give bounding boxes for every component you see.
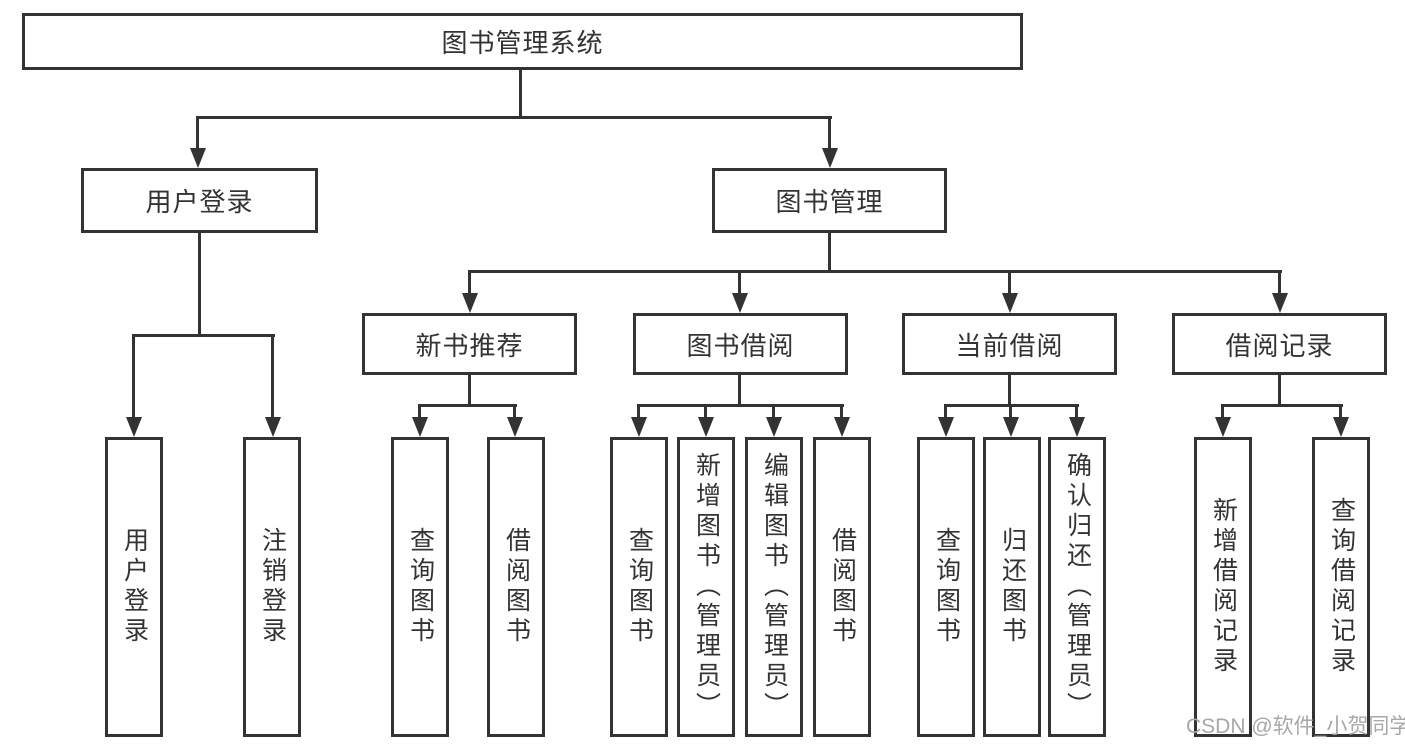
leaf-label: 查询图书 xyxy=(406,527,435,647)
leaf-label: 用户登录 xyxy=(120,527,149,647)
node-user-login: 用户登录 xyxy=(81,168,318,233)
connector-line xyxy=(132,334,135,419)
arrow-down-icon xyxy=(462,293,478,313)
leaf-label: 查询图书 xyxy=(625,527,654,647)
connector-line xyxy=(840,404,843,419)
arrow-down-icon xyxy=(1069,417,1085,437)
leaf-query-borrow-record: 查询借阅记录 xyxy=(1312,437,1370,737)
leaf-edit-book-admin: 编辑图书（管理员） xyxy=(745,437,803,737)
connector-line xyxy=(772,404,775,419)
connector-line xyxy=(1008,270,1011,295)
leaf-borrow-books: 借阅图书 xyxy=(813,437,871,737)
arrow-down-icon xyxy=(190,148,206,168)
connector-line xyxy=(738,375,741,406)
arrow-down-icon xyxy=(412,417,428,437)
leaf-label: 新增图书（管理员） xyxy=(692,452,721,722)
connector-line xyxy=(468,270,1282,273)
connector-line xyxy=(196,116,199,150)
node-borrow-records: 借阅记录 xyxy=(1172,313,1387,375)
leaf-query-books-current: 查询图书 xyxy=(917,437,975,737)
connector-line xyxy=(1339,404,1342,419)
leaf-add-borrow-record: 新增借阅记录 xyxy=(1194,437,1252,737)
leaf-confirm-return-admin: 确认归还（管理员） xyxy=(1048,437,1106,737)
connector-line xyxy=(1075,404,1078,419)
connector-line xyxy=(198,233,201,336)
node-book-management: 图书管理 xyxy=(712,168,947,233)
connector-line xyxy=(944,404,947,419)
connector-line xyxy=(196,116,832,119)
connector-line xyxy=(704,404,707,419)
connector-line xyxy=(1009,404,1012,419)
watermark: CSDN @软件_小贺同学 xyxy=(1186,715,1405,738)
arrow-down-icon xyxy=(1002,293,1018,313)
node-new-book-recommend: 新书推荐 xyxy=(362,313,577,375)
connector-line xyxy=(1221,404,1224,419)
connector-line xyxy=(1008,375,1011,406)
arrow-down-icon xyxy=(265,417,281,437)
leaf-logout: 注销登录 xyxy=(243,437,301,737)
leaf-label: 注销登录 xyxy=(258,527,287,647)
connector-line xyxy=(468,270,471,295)
connector-line xyxy=(271,334,274,419)
leaf-label: 归还图书 xyxy=(998,527,1027,647)
arrow-down-icon xyxy=(732,293,748,313)
arrow-down-icon xyxy=(766,417,782,437)
leaf-label: 新增借阅记录 xyxy=(1209,497,1238,677)
arrow-down-icon xyxy=(698,417,714,437)
arrow-down-icon xyxy=(126,417,142,437)
node-book-borrow: 图书借阅 xyxy=(633,313,848,375)
node-current-borrow: 当前借阅 xyxy=(902,313,1117,375)
connector-line xyxy=(1278,270,1281,295)
connector-line xyxy=(1221,404,1343,407)
leaf-label: 借阅图书 xyxy=(502,527,531,647)
leaf-query-books-borrow: 查询图书 xyxy=(610,437,668,737)
connector-line xyxy=(418,404,421,419)
leaf-return-book: 归还图书 xyxy=(983,437,1041,737)
leaf-label: 借阅图书 xyxy=(828,527,857,647)
connector-line xyxy=(637,404,640,419)
arrow-down-icon xyxy=(1333,417,1349,437)
arrow-down-icon xyxy=(938,417,954,437)
leaf-user-login: 用户登录 xyxy=(105,437,163,737)
connector-line xyxy=(738,270,741,295)
leaf-add-book-admin: 新增图书（管理员） xyxy=(677,437,735,737)
connector-line xyxy=(132,334,275,337)
leaf-label: 编辑图书（管理员） xyxy=(760,452,789,722)
leaf-label: 查询图书 xyxy=(932,527,961,647)
connector-line xyxy=(828,116,831,150)
connector-line xyxy=(637,404,844,407)
connector-line xyxy=(468,375,471,406)
leaf-label: 查询借阅记录 xyxy=(1327,497,1356,677)
arrow-down-icon xyxy=(822,148,838,168)
connector-line xyxy=(418,404,517,407)
arrow-down-icon xyxy=(834,417,850,437)
arrow-down-icon xyxy=(1003,417,1019,437)
leaf-label: 确认归还（管理员） xyxy=(1063,452,1092,722)
leaf-query-books-recommend: 查询图书 xyxy=(391,437,449,737)
arrow-down-icon xyxy=(1272,293,1288,313)
connector-line xyxy=(828,233,831,272)
arrow-down-icon xyxy=(1215,417,1231,437)
connector-line xyxy=(1278,375,1281,406)
arrow-down-icon xyxy=(631,417,647,437)
arrow-down-icon xyxy=(507,417,523,437)
connector-line xyxy=(513,404,516,419)
connector-line xyxy=(519,70,522,118)
node-root: 图书管理系统 xyxy=(22,13,1023,70)
leaf-borrow-books-recommend: 借阅图书 xyxy=(487,437,545,737)
